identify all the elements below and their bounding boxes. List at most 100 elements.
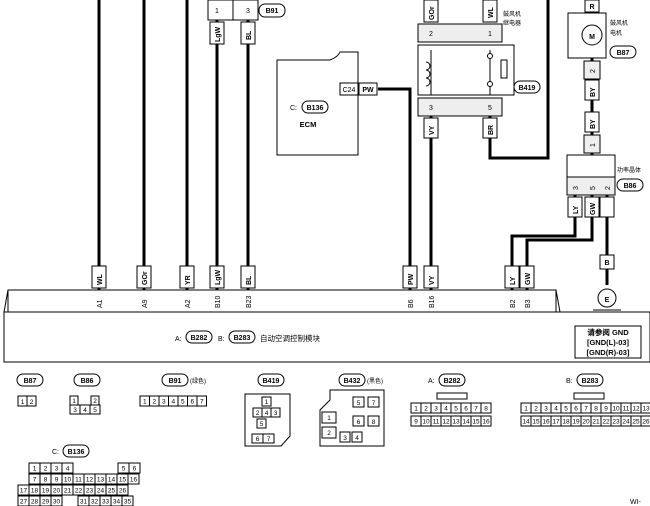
b283-pin: 21	[592, 419, 600, 426]
b283-pin: 17	[552, 419, 560, 426]
legend-b86-pin-2: 2	[93, 398, 97, 405]
wire-label-bl-top: BL	[246, 30, 253, 40]
relay-pin-5: 5	[488, 105, 492, 112]
b136-pin: 22	[75, 488, 83, 495]
b136-cell	[121, 495, 134, 506]
legend-b86-pin-5: 5	[93, 407, 97, 414]
b136-pin: 11	[75, 477, 82, 484]
ground-wire-label: B	[604, 260, 609, 267]
module-b-code: B283	[234, 335, 251, 342]
b91-pin: 5	[181, 399, 185, 406]
b136-cell	[128, 462, 141, 474]
b91-pin: 1	[143, 399, 147, 406]
ground-symbol: E	[605, 297, 610, 304]
wire-label-lgw-top: LgW	[215, 26, 222, 42]
bus-labels: WLA1GOrA9YRA2LgWB10BLB23PWB6VYB16LYB2GWB…	[91, 265, 535, 308]
b136-pin: 7	[33, 477, 37, 484]
legend-b419-pin-3: 3	[274, 410, 278, 417]
b283-pin: 10	[612, 406, 620, 413]
b283-pin: 25	[632, 419, 640, 426]
legend-b91-color: (绿色)	[190, 377, 206, 385]
b283-pin: 6	[574, 406, 578, 413]
legend-b136-ref: C:	[52, 449, 59, 456]
relay-pin-3: 3	[429, 105, 433, 112]
transistor-wire-gw: GW	[590, 203, 597, 215]
relay-code: B419	[519, 85, 536, 92]
b136-pin: 14	[108, 477, 116, 484]
bus-wire-label: WL	[97, 273, 104, 285]
b283-pin: 20	[582, 419, 590, 426]
b136-pin: 23	[86, 488, 94, 495]
b136-pin: 9	[55, 477, 59, 484]
b136-pin: 16	[130, 477, 138, 484]
b136-pin: 12	[86, 477, 94, 484]
legend-b419-code: B419	[263, 378, 280, 385]
b283-pin: 13	[642, 406, 650, 413]
transistor-wire-by: BY	[590, 119, 597, 129]
gnd-note-1: 请参阅 GND	[587, 327, 629, 337]
transistor-pin-2: 2	[605, 186, 612, 190]
legend-b432-pin-1: 1	[327, 415, 331, 422]
b136-cell	[116, 484, 129, 496]
b136-pin: 20	[53, 488, 61, 495]
legend-b432-pin-8: 8	[372, 419, 376, 426]
ecm-unit: C24 PW C: B136 ECM	[276, 51, 378, 156]
motor-pin-2: 2	[590, 69, 597, 73]
bus-wire-box	[519, 265, 535, 289]
b136-pin: 33	[102, 499, 110, 506]
legend-b91-code: B91	[169, 378, 182, 385]
relay-wire-gor: GOr	[429, 6, 436, 20]
b91-pin: 6	[190, 399, 194, 406]
b283-pin: 22	[602, 419, 610, 426]
transistor-pin-5: 5	[590, 186, 597, 190]
legend-b87-pin-2: 2	[30, 399, 34, 406]
legend-b86-pin-4: 4	[83, 407, 87, 414]
module-a-code: B282	[191, 335, 208, 342]
relay-pin-2: 2	[429, 31, 433, 38]
b282-pin: 2	[424, 406, 428, 413]
module-a-ref: A:	[175, 336, 182, 343]
motor-wire-r: R	[589, 4, 594, 11]
legend-b87-code: B87	[24, 378, 37, 385]
legend-b432-color: (黑色)	[367, 377, 383, 385]
b136-pin: 32	[91, 499, 99, 506]
b282-pin: 16	[482, 419, 490, 426]
b283-cell	[640, 415, 650, 427]
ecm-ref: C:	[290, 105, 297, 112]
legend-b432-pin-5: 5	[357, 400, 361, 407]
b282-pin: 12	[442, 419, 450, 426]
ecm-code: B136	[307, 105, 324, 112]
relay-name-1: 鼓风机	[503, 10, 521, 18]
b136-cell	[61, 462, 74, 474]
relay-name-2: 继电器	[503, 19, 521, 27]
gnd-note-3: [GND(R)-03]	[587, 348, 630, 357]
b136-cell	[127, 473, 140, 485]
b91-pin: 2	[152, 399, 156, 406]
bus-pin-label: A2	[185, 299, 192, 308]
b283-pin: 2	[534, 406, 538, 413]
wire-pw	[378, 87, 412, 290]
legend-b136-code: B136	[68, 449, 85, 456]
legend-b432-pin-2: 2	[327, 430, 331, 437]
b282-pin: 1	[414, 406, 418, 413]
b91-cell	[196, 395, 207, 407]
motor-code: B87	[617, 50, 630, 57]
b91-pin: 7	[200, 399, 204, 406]
b282-pin: 15	[472, 419, 480, 426]
bus-wire-box	[504, 265, 520, 289]
b136-pin: 17	[20, 488, 28, 495]
top-connector-pin-1: 1	[215, 8, 219, 15]
b283-pin: 15	[532, 419, 540, 426]
legend-b419-pin-7: 7	[267, 436, 271, 443]
b136-pin: 1	[33, 466, 37, 473]
power-transistor: 3 5 2 LY GW 功率晶体 B86 B E	[566, 154, 644, 319]
b136-pin: 24	[97, 488, 105, 495]
b136-pin: 29	[42, 499, 50, 506]
bus-wire-label: LgW	[215, 269, 222, 285]
module-b-ref: B:	[218, 336, 225, 343]
bus-pin-label: A9	[142, 299, 149, 308]
